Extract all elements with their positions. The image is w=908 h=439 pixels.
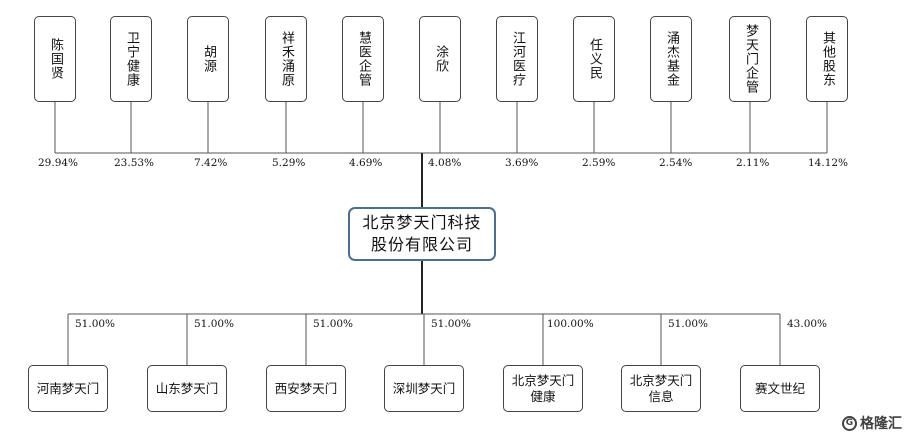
subsidiary-name: 山东梦天门 xyxy=(155,380,219,396)
shareholder-name: 慧医企管 xyxy=(356,31,371,87)
shareholder-pct: 4.08% xyxy=(428,157,462,169)
watermark-logo-icon: G xyxy=(842,415,857,431)
shareholder-name: 祥禾涌原 xyxy=(279,31,294,87)
shareholder-name: 涌杰基金 xyxy=(664,31,679,87)
shareholder-box-other-shareholders: 其他股东 xyxy=(806,16,848,102)
shareholder-box-chen-guoxian: 陈国贤 xyxy=(34,16,76,102)
subsidiary-box-beijing-info: 北京梦天门 信息 xyxy=(621,365,701,412)
shareholder-pct: 2.11% xyxy=(736,157,770,169)
shareholder-box-xianghe-yongyuan: 祥禾涌原 xyxy=(265,16,307,102)
subsidiary-name: 西安梦天门 xyxy=(274,380,338,396)
subsidiary-name: 河南梦天门 xyxy=(36,380,100,396)
subsidiary-pct: 43.00% xyxy=(787,318,828,330)
shareholder-name: 卫宁健康 xyxy=(124,31,139,87)
subsidiary-name: 北京梦天门 xyxy=(511,372,575,388)
subsidiary-pct: 51.00% xyxy=(431,318,472,330)
shareholder-pct: 5.29% xyxy=(272,157,306,169)
shareholder-pct: 14.12% xyxy=(808,157,849,169)
shareholder-pct: 29.94% xyxy=(38,157,79,169)
company-name-line2: 股份有限公司 xyxy=(370,235,473,254)
watermark-logo-text: 格隆汇 xyxy=(860,416,902,432)
shareholder-pct: 4.69% xyxy=(349,157,383,169)
watermark-logo: G 格隆汇 xyxy=(842,413,902,433)
shareholder-pct: 23.53% xyxy=(114,157,155,169)
subsidiary-pct: 51.00% xyxy=(194,318,235,330)
shareholder-name: 陈国贤 xyxy=(48,38,63,80)
subsidiary-name-line2: 信息 xyxy=(648,388,674,404)
subsidiary-box-shandong: 山东梦天门 xyxy=(147,365,227,412)
subsidiary-pct: 51.00% xyxy=(75,318,116,330)
shareholder-box-hu-yuan: 胡源 xyxy=(187,16,229,102)
subsidiary-name: 深圳梦天门 xyxy=(392,380,456,396)
shareholder-box-tu-xin: 涂欣 xyxy=(419,16,461,102)
shareholder-box-ren-yimin: 任义民 xyxy=(573,16,615,102)
subsidiary-box-saiwen-century: 赛文世纪 xyxy=(740,365,820,412)
shareholder-box-huiyi-management: 慧医企管 xyxy=(342,16,384,102)
subsidiary-name-line2: 健康 xyxy=(530,388,556,404)
subsidiary-box-henan: 河南梦天门 xyxy=(28,365,108,412)
shareholder-name: 胡源 xyxy=(201,45,216,73)
subsidiary-name: 赛文世纪 xyxy=(754,380,805,396)
subsidiary-box-beijing-health: 北京梦天门 健康 xyxy=(503,365,583,412)
shareholder-name: 任义民 xyxy=(587,38,602,80)
shareholder-pct: 2.54% xyxy=(659,157,693,169)
company-box: 北京梦天门科技 股份有限公司 xyxy=(348,207,496,261)
shareholder-pct: 7.42% xyxy=(194,157,228,169)
shareholder-name: 江河医疗 xyxy=(510,31,525,87)
shareholder-box-mengtianmen-management: 梦天门企管 xyxy=(729,16,771,102)
shareholder-name: 其他股东 xyxy=(820,31,835,87)
company-name-line1: 北京梦天门科技 xyxy=(362,213,482,232)
shareholder-box-jianghe-medical: 江河医疗 xyxy=(496,16,538,102)
subsidiary-pct: 51.00% xyxy=(313,318,354,330)
subsidiary-pct: 100.00% xyxy=(547,318,594,330)
subsidiary-box-shenzhen: 深圳梦天门 xyxy=(384,365,464,412)
shareholder-name: 涂欣 xyxy=(433,45,448,73)
shareholder-box-yongjie-fund: 涌杰基金 xyxy=(650,16,692,102)
shareholder-box-winning-health: 卫宁健康 xyxy=(110,16,152,102)
subsidiary-box-xian: 西安梦天门 xyxy=(266,365,346,412)
shareholder-pct: 3.69% xyxy=(505,157,539,169)
shareholder-pct: 2.59% xyxy=(582,157,616,169)
shareholder-name: 梦天门企管 xyxy=(743,24,758,94)
subsidiary-pct: 51.00% xyxy=(668,318,709,330)
subsidiary-name: 北京梦天门 xyxy=(629,372,693,388)
